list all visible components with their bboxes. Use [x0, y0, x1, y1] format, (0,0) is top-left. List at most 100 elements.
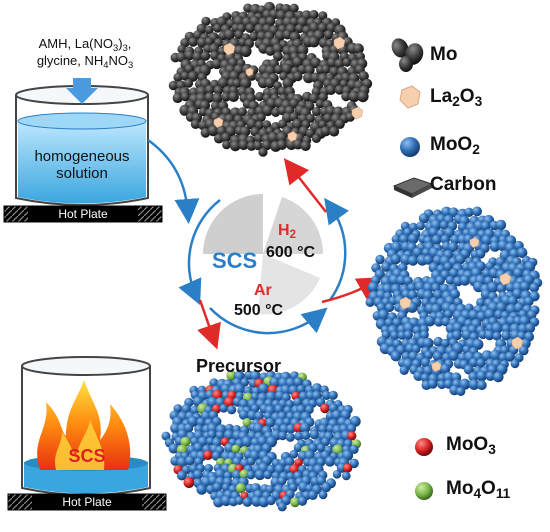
- particle: [204, 25, 214, 35]
- particle: [484, 330, 495, 341]
- particle: [422, 337, 434, 349]
- particle: [221, 483, 231, 492]
- particle: [312, 107, 322, 117]
- particle: [332, 470, 342, 479]
- particle: [217, 77, 229, 89]
- particle: [524, 296, 534, 307]
- particle: [311, 133, 321, 143]
- particle: [309, 429, 320, 440]
- particle: [293, 71, 303, 82]
- particle: [445, 275, 455, 285]
- particle: [168, 443, 179, 454]
- particle: [433, 336, 444, 347]
- particle: [321, 437, 330, 447]
- particle: [459, 275, 471, 286]
- particle: [315, 99, 325, 109]
- cycle: [147, 138, 383, 350]
- particle: [232, 78, 242, 89]
- particle: [516, 247, 528, 258]
- particle: [480, 221, 491, 232]
- particle: [328, 390, 338, 400]
- particle: [200, 51, 211, 61]
- particle: [285, 432, 295, 442]
- particle: [274, 64, 284, 75]
- particle: [292, 139, 304, 150]
- particle: [295, 23, 305, 34]
- particle: [468, 379, 480, 390]
- particle: [448, 207, 459, 218]
- particle: [455, 254, 466, 265]
- particle: [334, 85, 345, 95]
- particle: [177, 44, 187, 54]
- particle: [273, 51, 283, 62]
- la2o3-particle: [511, 336, 524, 350]
- particle: [281, 63, 293, 75]
- particle: [207, 430, 217, 440]
- particle: [254, 469, 265, 481]
- particle: [329, 126, 340, 137]
- particle: [519, 281, 531, 292]
- legend-moo2-label: MoO2: [430, 134, 480, 157]
- particle: [367, 281, 380, 293]
- particle: [203, 450, 213, 460]
- legend-moo3-label: MoO3: [446, 434, 496, 457]
- particle: [349, 416, 361, 427]
- la2o3-particle: [431, 361, 442, 372]
- top-beaker: [3, 78, 163, 223]
- particle: [510, 359, 520, 369]
- particle: [246, 118, 258, 130]
- particle: [193, 442, 204, 453]
- arrow-beaker-to-cycle: [147, 138, 200, 224]
- particle: [297, 64, 308, 75]
- particle: [204, 84, 215, 95]
- particle: [190, 119, 201, 129]
- particle: [192, 51, 203, 63]
- particle: [290, 497, 300, 508]
- particle: [229, 140, 241, 152]
- carbon-sheet-icon: [392, 177, 434, 198]
- particle: [187, 71, 199, 82]
- particle: [231, 444, 241, 454]
- legend-mo-label: Mo: [430, 44, 458, 65]
- particle: [292, 56, 304, 68]
- particle: [249, 370, 261, 382]
- particle: [289, 449, 299, 459]
- particle: [212, 92, 223, 104]
- particle: [390, 330, 400, 341]
- particle: [300, 140, 311, 151]
- particle: [321, 390, 331, 400]
- particle: [335, 119, 345, 129]
- particle: [407, 233, 419, 245]
- la2o3-particle: [399, 296, 412, 310]
- particle: [223, 29, 235, 41]
- particle: [262, 120, 272, 130]
- particle: [439, 220, 449, 230]
- hot-plate-label-top: Hot Plate: [58, 207, 108, 221]
- particle: [297, 44, 309, 56]
- particle: [348, 90, 360, 103]
- particle: [183, 477, 195, 488]
- particle: [448, 242, 459, 253]
- particle: [321, 482, 332, 493]
- la2o3-particle: [213, 117, 224, 128]
- particle: [318, 490, 328, 500]
- la2o3-particle: [287, 131, 298, 142]
- particle: [452, 330, 462, 341]
- particle: [320, 403, 330, 414]
- particle: [399, 365, 409, 375]
- arrow-to-precursor: [197, 299, 221, 350]
- particle: [196, 484, 207, 495]
- precursor-cluster: [161, 370, 362, 512]
- particle: [346, 424, 357, 434]
- moo2-sphere-icon: [400, 137, 420, 157]
- particle: [221, 92, 231, 102]
- moo2-cluster: [365, 206, 543, 396]
- particle: [325, 84, 336, 95]
- particle: [496, 283, 507, 294]
- particle: [237, 107, 247, 117]
- h2-sector: [263, 197, 324, 254]
- particle: [278, 431, 288, 441]
- particle: [349, 458, 359, 469]
- particle: [231, 469, 243, 481]
